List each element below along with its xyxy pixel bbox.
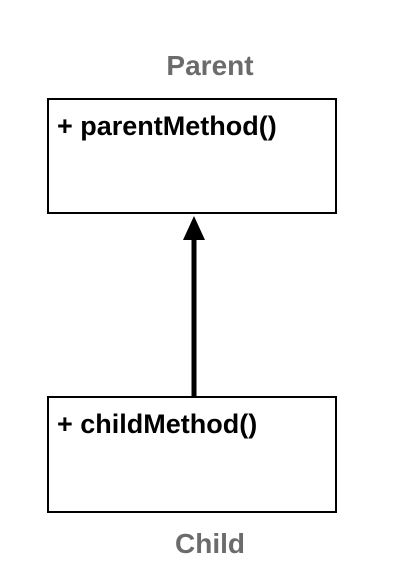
child-class-name: Child — [175, 528, 245, 559]
child-method-label: + childMethod() — [57, 409, 258, 439]
parent-class-name: Parent — [166, 50, 254, 81]
child-class-box: + childMethod() — [47, 396, 337, 513]
parent-class-box: + parentMethod() — [47, 98, 337, 214]
arrow-head-icon — [183, 216, 205, 240]
parent-method-label: + parentMethod() — [57, 111, 277, 141]
